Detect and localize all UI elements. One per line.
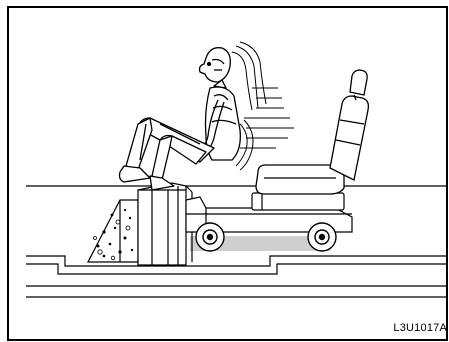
barrier-block-icon	[88, 200, 138, 262]
impact-block-icon	[138, 183, 192, 265]
illustration-code: L3U1017A	[393, 322, 447, 334]
speed-lines-icon	[232, 42, 294, 170]
crash-test-dummy-icon	[120, 48, 241, 190]
vehicle-seat-icon	[256, 70, 368, 194]
